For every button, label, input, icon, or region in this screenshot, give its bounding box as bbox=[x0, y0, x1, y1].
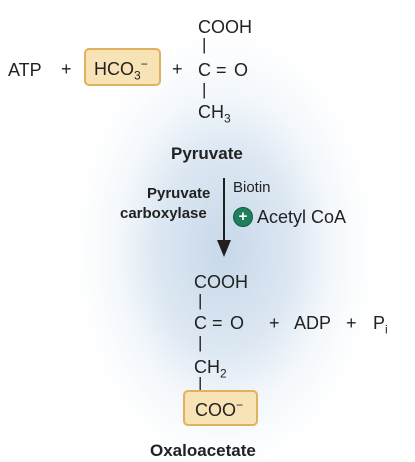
oxaloacetate-methylene-base: CH bbox=[194, 357, 220, 377]
pyruvate-methyl: CH3 bbox=[198, 102, 231, 125]
oxaloacetate-bond-2: | bbox=[198, 333, 203, 352]
activator-label: Acetyl CoA bbox=[257, 207, 347, 227]
oxaloacetate-bond-1: | bbox=[198, 291, 203, 310]
oxaloacetate-carbon: C bbox=[194, 313, 207, 333]
oxaloacetate-bond-3: | bbox=[198, 374, 203, 393]
oxaloacetate-label: Oxaloacetate bbox=[150, 441, 256, 460]
oxaloacetate-methylene-subscript: 2 bbox=[220, 366, 227, 381]
adp-label: ADP bbox=[294, 313, 332, 333]
bicarbonate-box: HCO3− bbox=[84, 48, 161, 86]
pyruvate-methyl-subscript: 3 bbox=[224, 111, 231, 126]
atp-label: ATP bbox=[8, 60, 42, 80]
oxaloacetate-methylene: CH2 bbox=[194, 357, 227, 380]
pyruvate-double-bond: = bbox=[216, 60, 227, 80]
cofactor-label: Biotin bbox=[233, 179, 271, 196]
bicarbonate-subscript: 3 bbox=[134, 68, 141, 83]
pyruvate-label: Pyruvate bbox=[171, 144, 243, 163]
activator-plus-icon: + bbox=[233, 207, 253, 227]
oxaloacetate-cooh: COOH bbox=[194, 272, 248, 292]
enzyme-name-line-1: Pyruvate bbox=[147, 185, 211, 202]
reaction-arrow-head bbox=[217, 240, 231, 257]
pyruvate-carbon: C bbox=[198, 60, 211, 80]
carboxylate-charge: − bbox=[236, 398, 244, 412]
bicarbonate-charge: − bbox=[140, 57, 148, 71]
phosphate-label: Pi bbox=[373, 313, 388, 336]
plus-sign-2: + bbox=[172, 59, 183, 79]
bicarbonate-base: HCO bbox=[94, 59, 134, 79]
products-plus-1: + bbox=[269, 313, 280, 333]
plus-sign-1: + bbox=[61, 59, 72, 79]
phosphate-subscript: i bbox=[385, 322, 388, 337]
products-plus-2: + bbox=[346, 313, 357, 333]
pyruvate-bond-1: | bbox=[202, 35, 207, 54]
carboxylate-base: COO bbox=[195, 400, 237, 420]
pyruvate-methyl-base: CH bbox=[198, 102, 224, 122]
carboxylate-box: COO− bbox=[183, 390, 258, 426]
pyruvate-bond-2: | bbox=[202, 80, 207, 99]
pyruvate-cooh: COOH bbox=[198, 17, 252, 37]
enzyme-name-line-2: carboxylase bbox=[120, 205, 207, 222]
oxaloacetate-oxygen: O bbox=[230, 313, 245, 333]
pyruvate-oxygen: O bbox=[234, 60, 249, 80]
phosphate-base: P bbox=[373, 313, 386, 333]
oxaloacetate-double-bond: = bbox=[212, 313, 223, 333]
